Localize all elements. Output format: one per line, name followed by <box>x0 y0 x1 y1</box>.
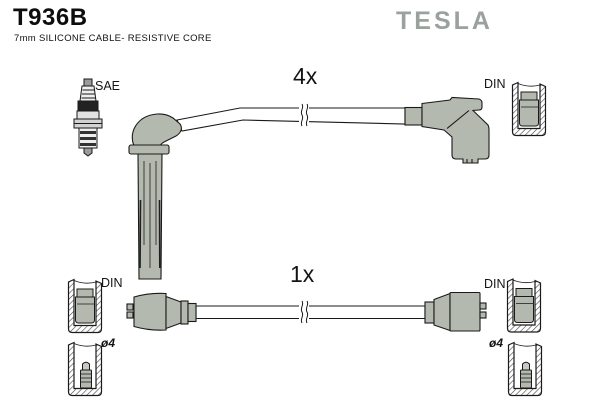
din-terminal-cross-section-icon <box>513 83 546 136</box>
coil-wire-left-connector <box>126 292 197 331</box>
top-quantity-label: 4x <box>293 63 318 89</box>
spark-plug-icon <box>73 78 103 157</box>
cable-break-gap <box>299 104 309 126</box>
diameter-4mm-label: ø4 <box>101 336 116 350</box>
boot-elbow <box>131 113 182 147</box>
connector-body <box>449 291 481 332</box>
din-terminal-label: DIN <box>101 276 123 290</box>
din-terminal-cross-section-icon <box>508 279 541 332</box>
product-subtitle: 7mm SILICONE CABLE- RESISTIVE CORE <box>14 33 212 44</box>
part-number: T936B <box>13 4 88 31</box>
connector-taper <box>433 292 451 332</box>
bottom-cable <box>195 300 426 324</box>
sae-plug-label: SAE <box>95 79 121 93</box>
din-terminal-label: DIN <box>484 277 506 291</box>
connector-body <box>133 292 167 331</box>
coil-wire-right-connector <box>424 291 487 332</box>
elbow-connector <box>404 96 490 164</box>
cable-break-gap <box>299 302 309 323</box>
din-terminal-label: DIN <box>484 77 506 91</box>
top-cable <box>176 103 406 132</box>
cable-break-icon <box>300 300 309 324</box>
boot-flange <box>128 144 170 155</box>
cable-ferrule <box>404 106 423 126</box>
cable-break-icon <box>300 103 309 127</box>
bottom-quantity-label: 1x <box>290 261 315 287</box>
connector-taper <box>165 295 182 330</box>
elbow-boot-body <box>421 96 490 164</box>
din-terminal-cross-section-icon <box>69 280 102 333</box>
brand-logo: TESLA <box>396 7 493 35</box>
diameter-4mm-label: ø4 <box>489 336 504 350</box>
o4-terminal-cross-section-icon <box>509 343 542 396</box>
pencil-boot <box>128 113 182 280</box>
o4-terminal-cross-section-icon <box>69 343 102 396</box>
